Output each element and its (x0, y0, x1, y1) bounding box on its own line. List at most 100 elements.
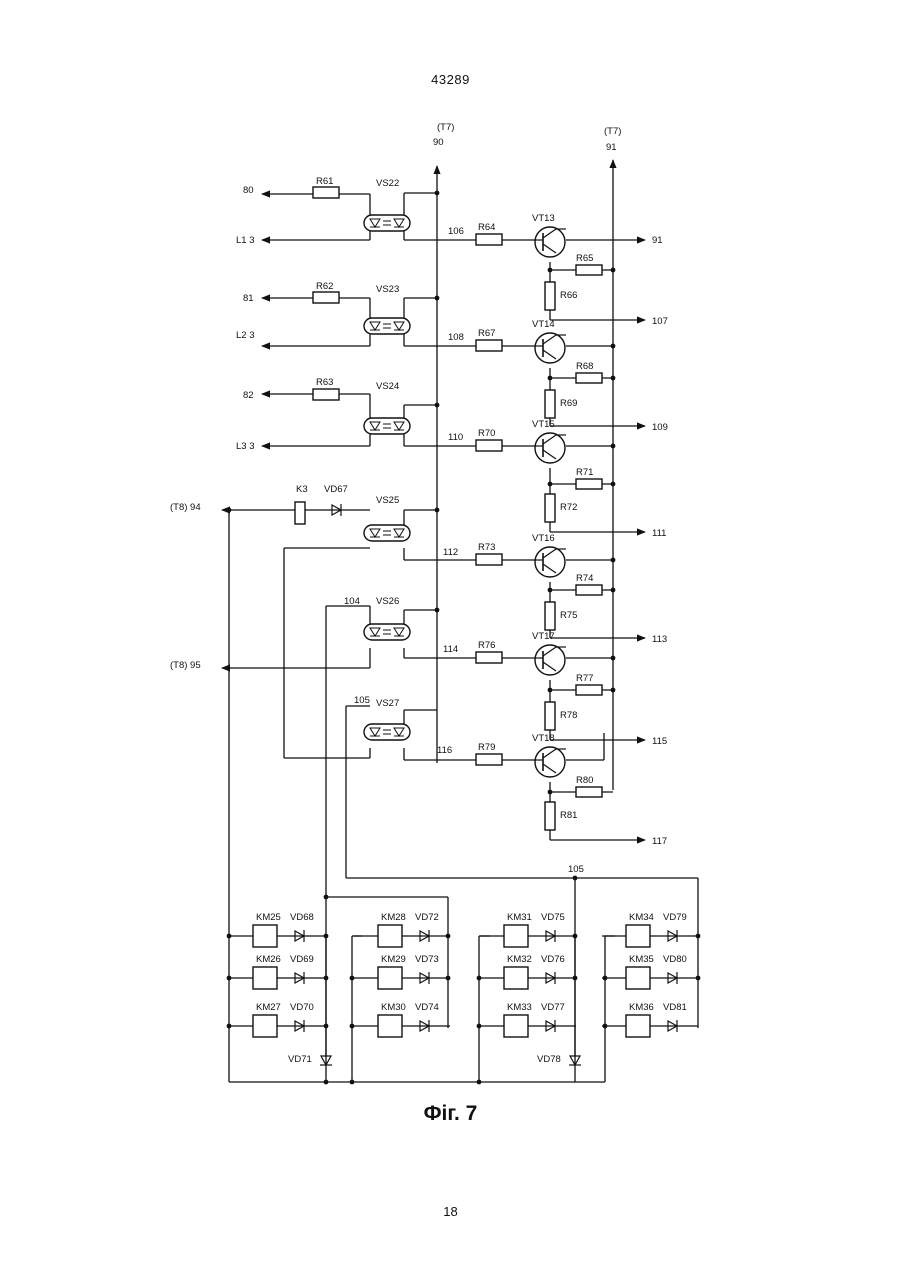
rail-right-number: 91 (606, 142, 617, 153)
resistor-R70 (476, 440, 502, 451)
relay-label: KM36 (629, 1002, 654, 1013)
transistor-icon (534, 227, 566, 257)
resistor-R78 (545, 702, 555, 730)
resistor-R71 (576, 479, 602, 489)
relay-row: KM36 VD81 (602, 1002, 698, 1037)
resistor-R80 (576, 787, 602, 797)
relay-label: KM26 (256, 954, 281, 965)
relay-row: KM29VD73 (354, 954, 450, 989)
optocoupler-vs24: VS24 (364, 381, 410, 434)
diode-label: VD67 (324, 484, 348, 495)
diode-label: VD81 (663, 1002, 687, 1013)
junction-dot (611, 268, 616, 273)
diode-label: VD68 (290, 912, 314, 923)
page-number: 18 (0, 1204, 901, 1219)
junction-dot (611, 376, 616, 381)
junction-dot (435, 296, 440, 301)
rail-left-tag: (T7) (437, 122, 454, 133)
junction-dot (435, 191, 440, 196)
relay-k3: K3 VD67 (295, 484, 348, 524)
relay-coil-km33 (504, 1015, 528, 1037)
junction-dot (227, 934, 232, 939)
junction-dot (573, 876, 578, 881)
relay-label: KM33 (507, 1002, 532, 1013)
relay-coil-k3 (295, 502, 305, 524)
resistor-label: R69 (560, 398, 577, 409)
terminal-T8-94: (T8) 94 (170, 502, 201, 513)
diode-label: VD76 (541, 954, 565, 965)
resistor-R75 (545, 602, 555, 630)
junction-dot (324, 934, 329, 939)
relay-group-2: KM28VD72KM29VD73KM30VD74 (354, 912, 450, 1037)
junction-dot (573, 934, 578, 939)
relay-label: K3 (296, 484, 308, 495)
optocoupler-layer: VS22VS23VS24VS25VS26VS27 (364, 178, 410, 740)
figure-caption: Фіг. 7 (0, 1102, 901, 1126)
relay-coil-km35 (626, 967, 650, 989)
relay-coil-km30 (378, 1015, 402, 1037)
relay-coil-km26 (253, 967, 277, 989)
transistor-icon (534, 645, 566, 675)
junction-dot (611, 656, 616, 661)
wire-label: 105 (354, 695, 370, 706)
relay-coil-km27 (253, 1015, 277, 1037)
resistor-R73 (476, 554, 502, 565)
transistor-label: VT15 (532, 419, 555, 430)
resistor-label: R71 (576, 467, 593, 478)
output-label: 115 (652, 736, 667, 747)
junction-dot (435, 608, 440, 613)
transistor-stages: R64VT13R65R66107R67VT14R68R69109R70VT15R… (476, 213, 668, 847)
resistor-label: R80 (576, 775, 593, 786)
transistor-icon (534, 547, 566, 577)
optocoupler-vs26: VS26 (364, 596, 410, 640)
resistor-R69 (545, 390, 555, 418)
resistor-label: R66 (560, 290, 577, 301)
resistor-label: R72 (560, 502, 577, 513)
optocoupler-label: VS22 (376, 178, 399, 189)
stage-vt14: R67VT14R68R69109 (476, 319, 668, 433)
left-terminals: 80 L1 3 81 L2 3 82 L3 3 (T8) 94 (T8) 95 (170, 185, 255, 671)
relay-row: KM33VD77 (480, 1002, 576, 1037)
output-label: 117 (652, 836, 667, 847)
diode-label: VD78 (537, 1054, 561, 1065)
wire-label: 110 (448, 432, 463, 443)
junction-dot (696, 934, 701, 939)
terminal-L3: L3 3 (236, 441, 255, 452)
stage-vt17: R76VT17R77R78115 (476, 631, 667, 747)
transistor-label: VT18 (532, 733, 555, 744)
junction-dot (324, 1080, 329, 1085)
transistor-icon (534, 747, 566, 777)
junction-dot (603, 976, 608, 981)
relay-row: KM26 VD69 (229, 954, 325, 989)
optocoupler-body (364, 215, 410, 231)
resistor-R79 (476, 754, 502, 765)
rail-left-number: 90 (433, 137, 444, 148)
diode-label: VD74 (415, 1002, 439, 1013)
junction-dot (696, 976, 701, 981)
junction-dot (611, 588, 616, 593)
diode-label: VD69 (290, 954, 314, 965)
stage-vt16: R73VT16R74R75113 (476, 533, 667, 645)
resistor-label: R79 (478, 742, 495, 753)
output-label: 107 (652, 316, 668, 327)
resistor-R64 (476, 234, 502, 245)
optocoupler-body (364, 318, 410, 334)
optocoupler-label: VS23 (376, 284, 399, 295)
junction-dot (548, 376, 553, 381)
stage-vt15: R70VT15R71R72111 (476, 419, 666, 539)
stage-vt18: R79VT18R80R81117 (476, 733, 667, 847)
junction-dot (446, 934, 451, 939)
junction-dot (350, 976, 355, 981)
resistor-label: R64 (478, 222, 495, 233)
wire-label: 106 (448, 226, 464, 237)
resistor-R72 (545, 494, 555, 522)
optocoupler-vs22: VS22 (364, 178, 410, 231)
resistor-label: R76 (478, 640, 495, 651)
relay-row: KM25 VD68 (229, 912, 325, 947)
relay-label: KM25 (256, 912, 281, 923)
relay-row: KM35VD80 (602, 954, 698, 989)
resistor-label: R63 (316, 377, 333, 388)
resistor-R81 (545, 802, 555, 830)
relay-row: KM34VD79 (602, 912, 698, 947)
relay-coil-km29 (378, 967, 402, 989)
